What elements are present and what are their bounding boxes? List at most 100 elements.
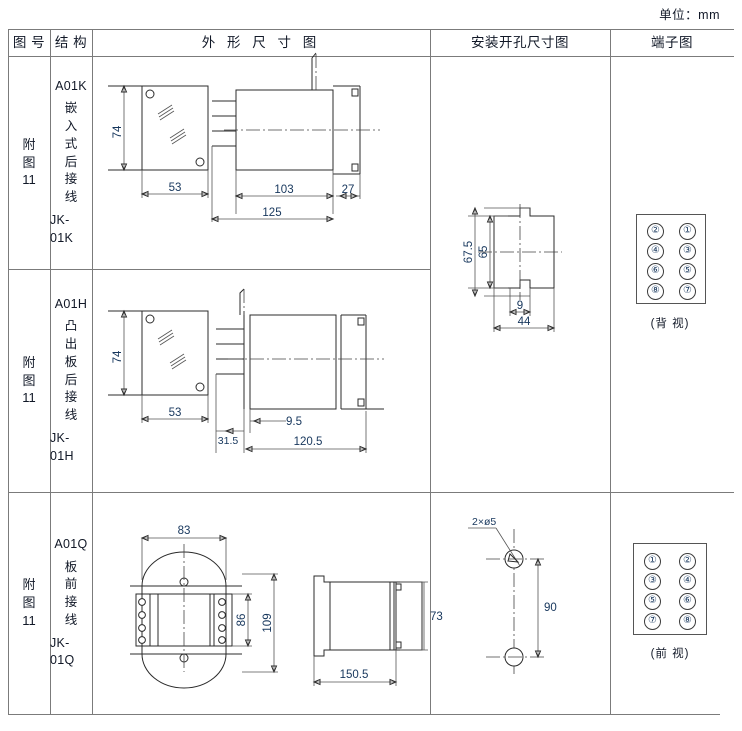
terminal-left-4: ⑦ — [644, 613, 661, 630]
terminal-right-4: ⑧ — [679, 613, 696, 630]
cutout-hole-note: 2×ø5 — [472, 516, 496, 528]
row2-structure-code-top: A01H — [54, 296, 88, 311]
header-outline-dimension-drawing: 外 形 尺 寸 图 — [201, 35, 321, 50]
unit-note-bar: 单位：mm — [0, 4, 734, 23]
row2-dim-flange-offset: 31.5 — [218, 435, 239, 447]
row1-drawing-no: 附 图 11 — [8, 56, 50, 269]
row1-structure-char-4: 后 — [64, 154, 78, 169]
row3-dim-front-width: 83 — [178, 525, 191, 537]
cutout-dim-hole-spacing: 90 — [544, 602, 557, 614]
row3-drawing-no-char-3: 11 — [22, 612, 36, 628]
row1-drawing-no-char-2: 图 — [22, 154, 36, 170]
row2-outline-drawing: 74 53 — [108, 288, 418, 481]
row2-structure-char-3: 板 — [64, 354, 78, 369]
row3-structure: A01Q 板 前 接 线 JK-01Q — [50, 492, 92, 714]
terminal-left-1: ① — [644, 553, 661, 570]
row1-row2-separator — [8, 269, 430, 271]
row1-outline-drawing: 74 53 — [108, 52, 418, 264]
row2-structure-char-1: 凸 — [64, 319, 78, 334]
row1-structure-char-2: 入 — [64, 119, 78, 134]
header-bottom-border — [8, 56, 734, 58]
terminal-left-2: ③ — [644, 573, 661, 590]
cutout-dim-outer-height: 67.5 — [463, 241, 475, 263]
header-structure: 结 构 — [54, 35, 88, 50]
row1-dim-front-height: 74 — [112, 125, 124, 138]
row1-structure-code-top: A01K — [55, 78, 87, 93]
row1-dim-body-length: 103 — [274, 184, 293, 196]
row3-structure-code-top: A01Q — [54, 536, 88, 551]
terminal-block-row-3: ① ③ ⑤ ⑦ ② ④ ⑥ ⑧ — [633, 543, 707, 635]
terminal-block-rows-1-2: ② ④ ⑥ ⑧ ① ③ ⑤ ⑦ — [636, 214, 706, 304]
row1-drawing-no-char-1: 附 — [22, 136, 36, 152]
header-mounting-cutout-drawing: 安装开孔尺寸图 — [471, 35, 569, 50]
terminal-right-4: ⑦ — [679, 283, 696, 300]
row1-structure-code-bottom: JK-01K — [50, 212, 74, 245]
row2-structure: A01H 凸 出 板 后 接 线 JK-01H — [50, 269, 92, 492]
terminal-view-label-row-3: (前 视) — [650, 648, 690, 660]
col2-col3-border — [92, 29, 94, 714]
col4-col5-border — [610, 29, 612, 714]
row1-structure-char-5: 接 — [64, 172, 78, 187]
row2-dim-front-height: 74 — [112, 350, 124, 363]
mounting-cutout-drawing-row-3: 2×ø5 90 — [448, 514, 608, 689]
mounting-cutout-drawing-rows-1-2: 67.5 65 9 44 — [448, 194, 608, 344]
col3-col4-border — [430, 29, 432, 714]
terminal-left-3: ⑤ — [644, 593, 661, 610]
row3-dim-inner-height: 86 — [236, 614, 248, 627]
terminal-right-2: ③ — [679, 243, 696, 260]
row2-structure-char-4: 后 — [64, 372, 78, 387]
row3-drawing-no-char-2: 图 — [22, 595, 36, 611]
row2-drawing-no: 附 图 11 — [8, 269, 50, 492]
row3-structure-char-1: 板 — [64, 559, 78, 574]
row1-drawing-no-char-3: 11 — [22, 172, 36, 188]
terminal-left-3: ⑥ — [647, 263, 664, 280]
row3-dim-total-length: 150.5 — [340, 669, 369, 681]
row3-outline-drawing: 83 86 109 — [118, 524, 443, 699]
row1-dim-rear-length: 27 — [342, 184, 355, 196]
row2-structure-code-bottom: JK-01H — [50, 430, 74, 463]
row1-structure-char-6: 线 — [64, 190, 78, 205]
unit-note: 单位：mm — [659, 8, 720, 22]
col1-col2-border — [50, 29, 52, 714]
terminal-left-2: ④ — [647, 243, 664, 260]
row2-dim-total-length: 120.5 — [294, 436, 323, 448]
cutout-dim-notch-width: 9 — [517, 300, 523, 312]
row1-structure-char-3: 式 — [64, 136, 78, 151]
row3-dim-side-height: 73 — [430, 611, 443, 623]
table-top-border — [8, 29, 734, 31]
terminal-right-3: ⑤ — [679, 263, 696, 280]
row2-structure-char-2: 出 — [64, 337, 78, 352]
terminal-right-2: ④ — [679, 573, 696, 590]
terminal-left-4: ⑧ — [647, 283, 664, 300]
row1-structure-char-1: 嵌 — [64, 101, 78, 116]
header-drawing-no: 图 号 — [12, 35, 46, 50]
row2-structure-char-6: 线 — [64, 408, 78, 423]
row3-structure-char-2: 前 — [64, 577, 78, 592]
row3-structure-char-3: 接 — [64, 595, 78, 610]
row1-dim-front-width: 53 — [169, 182, 182, 194]
row2-row3-separator — [8, 492, 734, 494]
row2-dim-front-width: 53 — [169, 407, 182, 419]
header-terminal-diagram: 端子图 — [651, 35, 693, 50]
row2-drawing-no-char-2: 图 — [22, 372, 36, 388]
row2-structure-char-5: 接 — [64, 390, 78, 405]
row3-drawing-no-char-1: 附 — [22, 577, 36, 593]
row2-drawing-no-char-3: 11 — [22, 390, 36, 406]
row3-drawing-no: 附 图 11 — [8, 492, 50, 714]
cutout-dim-width: 44 — [518, 316, 531, 328]
table-bottom-border — [8, 714, 720, 716]
terminal-right-3: ⑥ — [679, 593, 696, 610]
terminal-right-1: ① — [679, 223, 696, 240]
row1-structure: A01K 嵌 入 式 后 接 线 JK-01K — [50, 56, 92, 269]
col-left-border — [8, 29, 10, 714]
row1-dim-total-length: 125 — [262, 207, 281, 219]
row3-dim-outer-height: 109 — [262, 613, 274, 632]
row3-structure-char-4: 线 — [64, 612, 78, 627]
terminal-view-label-rows-1-2: (背 视) — [650, 318, 690, 330]
dimension-table: 图 号 结 构 外 形 尺 寸 图 安装开孔尺寸图 端子图 附 图 11 A01… — [8, 29, 734, 716]
terminal-left-1: ② — [647, 223, 664, 240]
row2-drawing-no-char-1: 附 — [22, 354, 36, 370]
terminal-right-1: ② — [679, 553, 696, 570]
row2-dim-step: 9.5 — [286, 416, 302, 428]
row3-structure-code-bottom: JK-01Q — [50, 635, 75, 668]
